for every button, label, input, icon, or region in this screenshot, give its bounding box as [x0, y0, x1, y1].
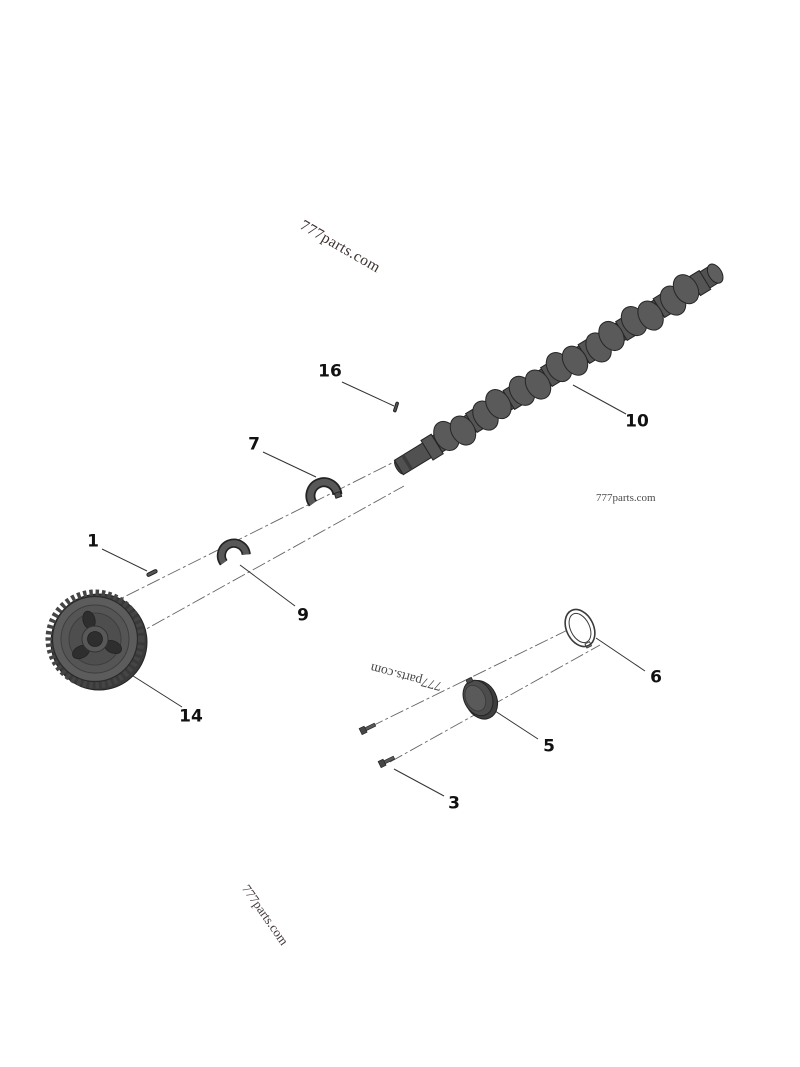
part-label-16: 16 — [318, 361, 342, 382]
bolt-upper-part — [358, 722, 377, 736]
part-label-5: 5 — [543, 736, 555, 757]
part-label-9: 9 — [297, 605, 309, 626]
part-label-3: 3 — [448, 793, 460, 814]
watermark-right: 777parts.com — [596, 492, 656, 504]
leader-lines — [101, 381, 646, 797]
leader-7 — [262, 451, 317, 478]
part-label-10: 10 — [625, 411, 649, 432]
leader-10 — [572, 384, 627, 415]
leader-3 — [393, 768, 445, 797]
gasket-part — [564, 608, 596, 649]
leader-5 — [491, 708, 539, 740]
key-part — [146, 569, 158, 577]
part-label-6: 6 — [650, 667, 662, 688]
dowel-pin-part — [393, 401, 399, 413]
centerline-cover-upper — [369, 620, 587, 728]
camshaft-gear-part — [45, 589, 148, 691]
part-label-7: 7 — [248, 434, 260, 455]
camshaft-part — [393, 263, 724, 476]
bolt-lower-part — [377, 755, 396, 769]
leader-1 — [101, 548, 148, 572]
leader-6 — [595, 637, 646, 672]
cam-cover-part — [462, 676, 499, 720]
leader-9 — [239, 564, 296, 607]
leader-14 — [129, 673, 183, 708]
bearing-front-part — [305, 477, 343, 507]
centerline-main-upper — [105, 461, 395, 607]
bearing-rear-part — [216, 538, 251, 566]
part-label-1: 1 — [87, 531, 99, 552]
leader-16 — [341, 381, 395, 407]
centerline-main-lower — [111, 485, 405, 649]
part-label-14: 14 — [179, 706, 203, 727]
